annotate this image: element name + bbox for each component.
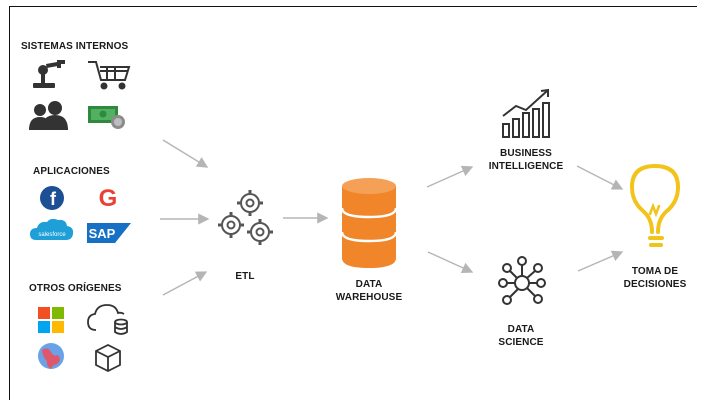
globe-icon <box>38 343 64 369</box>
arrow-ds-to-decision <box>577 250 624 272</box>
light-bulb-icon <box>629 163 681 247</box>
ds-label: DATA SCIENCE <box>478 323 564 349</box>
shopping-cart-icon <box>88 61 131 90</box>
gears-icon <box>218 190 273 245</box>
internal-systems-title: SISTEMAS INTERNOS <box>21 41 129 52</box>
bi-label: BUSINESS INTELLIGENCE <box>478 147 574 173</box>
box-icon <box>95 343 121 373</box>
robot-arm-icon <box>33 60 65 88</box>
ds-label-line1: DATA <box>507 324 535 335</box>
facebook-glyph: f <box>50 189 57 209</box>
cloud-database-icon <box>87 304 128 335</box>
arrow-warehouse-to-ds <box>427 251 474 274</box>
ds-label-line2: SCIENCE <box>498 337 544 348</box>
diagram-frame <box>9 6 697 400</box>
warehouse-label-line2: WAREHOUSE <box>335 292 403 303</box>
arrow-warehouse-to-bi <box>426 165 474 188</box>
etl-label: ETL <box>235 271 255 282</box>
salesforce-icon: salesforce <box>30 218 74 240</box>
decision-label: TOMA DE DECISIONES <box>610 265 700 291</box>
warehouse-label: DATA WAREHOUSE <box>319 278 419 304</box>
google-icon: G <box>99 185 118 212</box>
applications-title: APLICACIONES <box>33 166 110 177</box>
decision-label-line1: TOMA DE <box>631 266 679 277</box>
decision-label-line2: DECISIONES <box>623 279 687 290</box>
bi-label-line1: BUSINESS <box>500 148 552 159</box>
flow-arrows <box>160 139 624 296</box>
arrow-internal-to-etl <box>162 139 209 168</box>
sap-glyph: SAP <box>89 226 116 241</box>
facebook-icon: f <box>40 186 64 210</box>
bar-chart-icon <box>502 88 550 138</box>
arrow-others-to-etl <box>162 271 208 296</box>
microsoft-icon <box>38 307 64 333</box>
sap-icon: SAP <box>87 223 131 243</box>
bi-label-line2: INTELLIGENCE <box>488 161 564 172</box>
users-icon <box>29 101 68 130</box>
other-origins-title: OTROS ORÍGENES <box>29 283 122 294</box>
database-icon <box>340 178 398 268</box>
arrow-bi-to-decision <box>576 165 624 190</box>
network-icon <box>498 256 546 305</box>
salesforce-glyph: salesforce <box>38 232 66 238</box>
google-glyph: G <box>99 185 118 212</box>
warehouse-label-line1: DATA <box>355 279 383 290</box>
money-icon <box>88 106 125 129</box>
